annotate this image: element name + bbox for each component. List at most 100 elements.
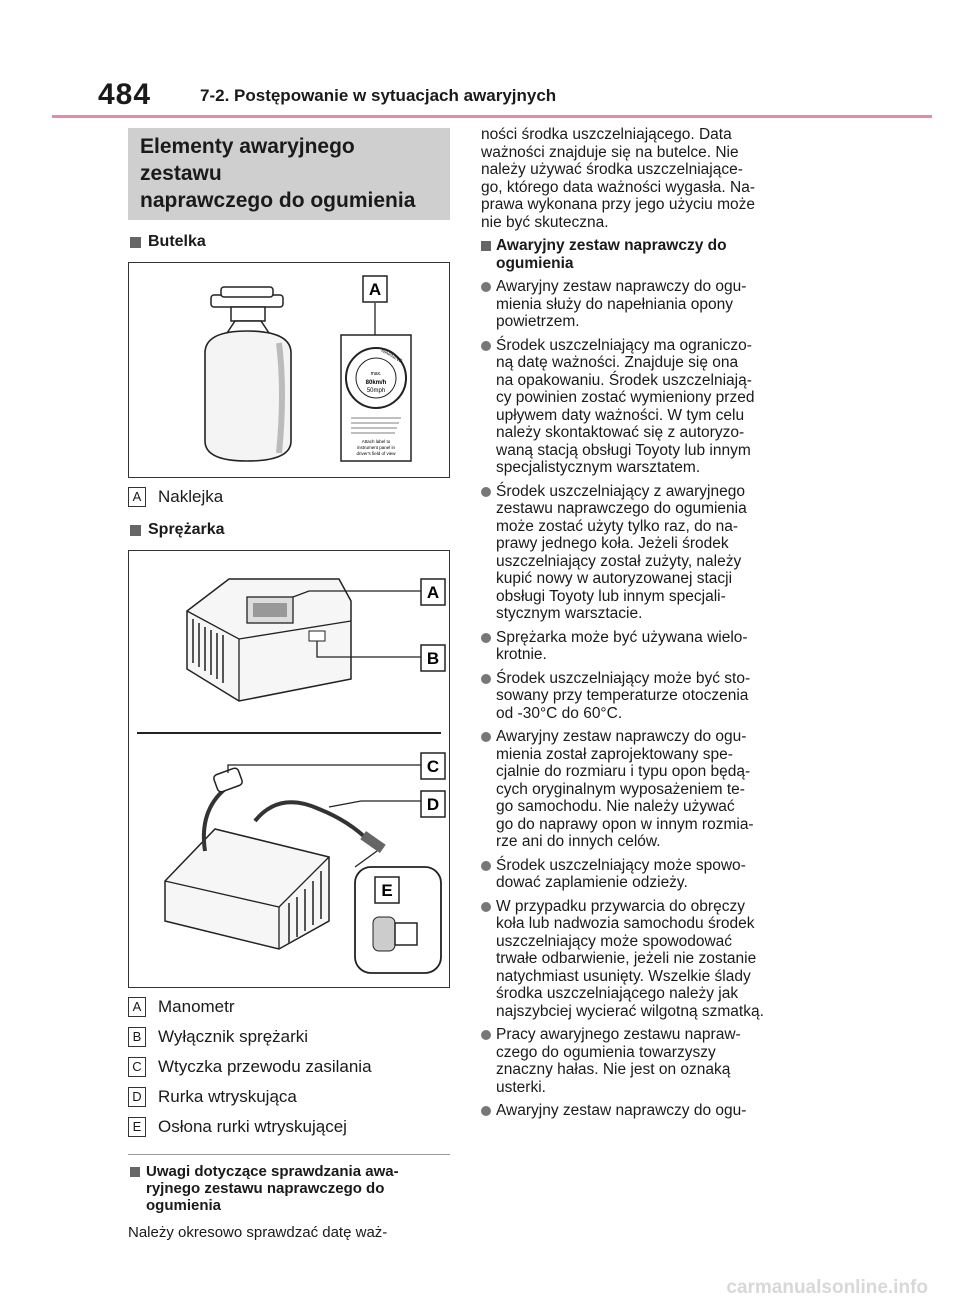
compressor-legend: A Manometr B Wyłącznik sprężarki C Wtycz… <box>128 996 450 1138</box>
bottle-illustration: A max. 80km/h 50mph WARNING Attach label… <box>204 275 412 462</box>
title-line-2: naprawczego do ogumienia <box>140 189 416 212</box>
text-line: Pracy awaryjnego zestawu napraw- <box>496 1026 741 1043</box>
text-line: W przypadku przywarcia do obręczy <box>496 897 745 915</box>
text-line: go, którego data ważności wygasła. Na- <box>481 178 755 196</box>
legend-text: Naklejka <box>158 487 224 506</box>
text-line: prawa wykonana przy jego użyciu może <box>481 196 755 213</box>
text-line: uszczelniający został zużyty, należy <box>496 552 742 570</box>
legend-letter: C <box>128 1057 146 1077</box>
compressor-legend-d: D Rurka wtryskująca <box>128 1086 450 1108</box>
compressor-label-a: A <box>427 583 439 602</box>
sticker-max: max. <box>371 371 382 377</box>
legend-text: Manometr <box>158 997 235 1016</box>
text-line: Awaryjny zestaw naprawczy do ogu- <box>496 278 747 295</box>
sticker-kmh: 80km/h <box>366 380 387 386</box>
legend-text: Wyłącznik sprężarki <box>158 1027 309 1046</box>
text-line: ności środka uszczelniającego. Data <box>481 126 732 143</box>
text-line: Środek uszczelniający ma ograniczo- <box>496 336 752 354</box>
text-line: Sprężarka może być używana wielo- <box>496 628 748 646</box>
kit-bullet-item: Sprężarka może być używana wielo-krotnie… <box>481 629 806 664</box>
text-line: stycznym warsztacie. <box>496 605 643 622</box>
sticker-mph: 50mph <box>367 388 385 394</box>
text-line: upływem daty ważności. W tym celu <box>496 406 745 424</box>
sticker-attach-1: Attach label to <box>362 439 391 444</box>
bottle-label-a: A <box>369 280 381 299</box>
compressor-label-c: C <box>427 757 439 776</box>
watermark: carmanualsonline.info <box>726 1277 928 1298</box>
kit-bullet-item: Środek uszczelniający może być sto-sowan… <box>481 670 806 723</box>
kit-bullet-item: Środek uszczelniający ma ograniczo-ną da… <box>481 337 806 477</box>
legend-letter: B <box>128 1027 146 1047</box>
sticker-attach-2: instrument panel in <box>357 445 396 450</box>
compressor-legend-a: A Manometr <box>128 996 450 1018</box>
text-line: Środek uszczelniający może być sto- <box>496 669 751 687</box>
text-line: cy powinien zostać wymieniony przed <box>496 389 755 406</box>
text-line: powietrzem. <box>496 313 580 330</box>
text-line: koła lub nadwozia samochodu środek <box>496 915 755 932</box>
text-line: należy używać środka uszczelniające- <box>481 161 743 178</box>
text-line: trwałe odbarwienie, jeżeli nie zostanie <box>496 950 757 967</box>
left-column: Elementy awaryjnego zestawu naprawczego … <box>128 126 450 1241</box>
text-line: czego do ogumienia towarzyszy <box>496 1043 716 1061</box>
page-header: 484 7-2. Postępowanie w sytuacjach awary… <box>98 78 878 114</box>
notes-heading-line: ryjnego zestawu naprawczego do <box>146 1180 385 1197</box>
kit-bullet-item: Awaryjny zestaw naprawczy do ogu- <box>481 1102 806 1120</box>
text-line: mienia służy do napełniania opony <box>496 295 733 313</box>
sticker-attach-3: driver's field of view <box>356 451 396 456</box>
text-line: mienia został zaprojektowany spe- <box>496 745 733 763</box>
text-line: nie być skuteczna. <box>481 213 609 231</box>
text-line: cjalnie do rozmiaru i typu opon będą- <box>496 763 751 780</box>
text-line: usterki. <box>496 1078 546 1096</box>
legend-text: Rurka wtryskująca <box>158 1087 297 1106</box>
text-line: od -30°C do 60°C. <box>496 704 623 722</box>
notes-divider <box>128 1154 450 1155</box>
text-line: natychmiast usunięty. Wszelkie ślady <box>496 967 751 985</box>
notes-text: Należy okresowo sprawdzać datę waż- <box>128 1224 388 1241</box>
kit-bullet-item: Awaryjny zestaw naprawczy do ogu-mienia … <box>481 278 806 331</box>
text-line: ną datę ważności. Znajduje się ona <box>496 354 739 371</box>
text-line: uszczelniający może spowodować <box>496 932 733 950</box>
right-column: ności środka uszczelniającego. Data ważn… <box>481 126 806 1120</box>
compressor-legend-e: E Osłona rurki wtryskującej <box>128 1116 450 1138</box>
legend-letter: E <box>128 1117 146 1137</box>
page-number: 484 <box>98 78 152 111</box>
bottle-figure: A max. 80km/h 50mph WARNING Attach label… <box>128 262 450 478</box>
legend-text: Osłona rurki wtryskującej <box>158 1117 347 1136</box>
text-line: waną stacją obsługi Toyoty lub innym <box>496 441 751 459</box>
compressor-figure: A B C D <box>128 550 450 988</box>
text-line: go samochodu. Nie należy używać <box>496 798 735 815</box>
text-line: Środek uszczelniający z awaryjnego <box>496 482 745 500</box>
title-line-1: Elementy awaryjnego zestawu <box>140 135 355 185</box>
text-line: środka uszczelniającego należy jak <box>496 985 739 1002</box>
section-title-box: Elementy awaryjnego zestawu naprawczego … <box>128 128 450 220</box>
notes-heading-line: Uwagi dotyczące sprawdzania awa- <box>146 1163 399 1180</box>
header-rule <box>52 115 932 118</box>
compressor-illustration: A B C D <box>137 578 446 974</box>
bottle-heading: Butelka <box>128 232 450 252</box>
text-line: prawy jednego koła. Jeżeli środek <box>496 535 729 552</box>
kit-bullet-item: Pracy awaryjnego zestawu napraw-czego do… <box>481 1026 806 1096</box>
text-line: należy skontaktować się z autoryzo- <box>496 424 745 441</box>
text-line: Awaryjny zestaw naprawczy do ogu- <box>496 728 747 745</box>
legend-letter: A <box>128 487 146 507</box>
text-line: Awaryjny zestaw naprawczy do ogu- <box>496 1102 747 1119</box>
kit-heading: Awaryjny zestaw naprawczy do ogumienia <box>481 237 806 272</box>
text-line: specjalistycznym warsztatem. <box>496 459 701 476</box>
text-line: Środek uszczelniający może spowo- <box>496 856 746 874</box>
text-line: na opakowaniu. Środek uszczelniają- <box>496 371 752 389</box>
compressor-heading: Sprężarka <box>128 520 450 540</box>
kit-bullet-item: Środek uszczelniający może spowo-dować z… <box>481 857 806 892</box>
text-line: zestawu naprawczego do ogumienia <box>496 500 747 517</box>
text-line: dować zaplamienie odzieży. <box>496 874 688 891</box>
legend-letter: D <box>128 1087 146 1107</box>
text-line: cych oryginalnym wyposażeniem te- <box>496 780 745 798</box>
text-line: może zostać użyty tylko raz, do na- <box>496 517 739 535</box>
compressor-label-e: E <box>381 881 392 900</box>
compressor-legend-c: C Wtyczka przewodu zasilania <box>128 1056 450 1078</box>
bottle-legend-a: A Naklejka <box>128 486 450 508</box>
intro-paragraph: ności środka uszczelniającego. Data ważn… <box>481 126 806 231</box>
text-line: Awaryjny zestaw naprawczy do <box>496 237 727 254</box>
kit-bullet-list: Awaryjny zestaw naprawczy do ogu-mienia … <box>481 278 806 1120</box>
text-line: ważności znajduje się na butelce. Nie <box>481 143 739 161</box>
